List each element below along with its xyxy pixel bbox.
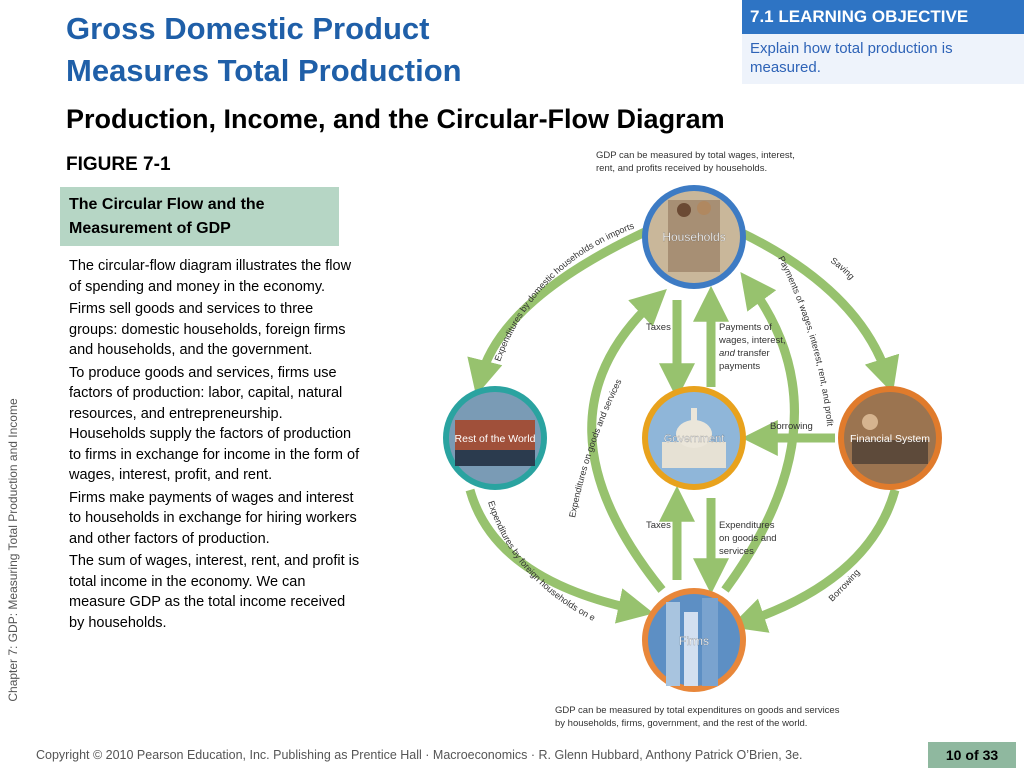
flow-label-transfer-2: wages, interest, — [718, 335, 786, 346]
arrow-world-to-firms — [465, 488, 654, 624]
note-bottom-line-2: by households, firms, government, and th… — [555, 718, 807, 729]
body-paragraph: Firms make payments of wages and interes… — [69, 489, 357, 547]
slide-subtitle: Production, Income, and the Circular-Flo… — [66, 104, 725, 134]
arrow-finance-to-firms — [729, 488, 900, 633]
flow-label-saving: Saving — [829, 255, 857, 281]
body-paragraph: The sum of wages, interest, rent, and pr… — [69, 553, 360, 631]
node-firms: Firms — [642, 588, 746, 692]
slide-title: Gross Domestic Product Measures Total Pr… — [66, 8, 586, 92]
svg-text:and transfer: and transfer — [719, 348, 770, 359]
node-rest-of-world: Rest of the World — [443, 386, 547, 490]
node-government: Government — [642, 386, 746, 490]
page-current: 10 — [945, 747, 962, 763]
node-financial-system: Financial System — [838, 386, 942, 490]
note-bottom-line-1: GDP can be measured by total expenditure… — [555, 705, 840, 716]
svg-text:Expenditures by foreign househ: Expenditures by foreign households on ex… — [440, 140, 597, 623]
arrow-households-to-finance — [738, 227, 900, 394]
arrow-firms-to-households-payments — [721, 271, 799, 593]
chapter-sidebar: Chapter 7: GDP: Measuring Total Producti… — [0, 370, 26, 730]
flow-label-taxes-bottom: Taxes — [646, 520, 671, 531]
node-households: Households — [642, 185, 746, 289]
arrow-firms-to-households — [587, 289, 667, 593]
flow-label-gov-exp-1: Expenditures — [719, 520, 775, 531]
svg-text:Saving: Saving — [829, 255, 857, 281]
copyright-footer: Copyright © 2010 Pearson Education, Inc.… — [36, 748, 803, 762]
body-paragraph: The circular-flow diagram illustrates th… — [69, 258, 352, 295]
flow-label-exports: Expenditures by foreign households on ex… — [440, 140, 597, 623]
node-label-firms: Firms — [679, 634, 709, 648]
node-label-financial-system: Financial System — [850, 433, 930, 445]
flow-label-transfer-3b: transfer — [735, 348, 770, 359]
node-label-rest-of-world: Rest of the World — [455, 433, 536, 445]
flow-label-borrowing-gov: Borrowing — [770, 421, 813, 432]
flow-label-transfer-3a: and — [719, 348, 736, 359]
figure-caption: The Circular Flow and the Measurement of… — [60, 187, 339, 246]
flow-label-gov-exp-2: on goods and — [719, 533, 777, 544]
flow-label-gov-exp-3: services — [719, 546, 754, 557]
learning-objective-text: Explain how total production is measured… — [742, 34, 1024, 84]
page-of: of — [965, 747, 979, 763]
learning-objective-heading: 7.1 LEARNING OBJECTIVE — [742, 0, 1024, 34]
title-line-1: Gross Domestic Product — [66, 11, 430, 46]
flow-label-taxes-top: Taxes — [646, 322, 671, 333]
figure-label: FIGURE 7-1 — [66, 154, 171, 175]
body-text: The circular-flow diagram illustrates th… — [69, 256, 360, 635]
note-top-line-1: GDP can be measured by total wages, inte… — [596, 150, 795, 161]
page-total: 33 — [982, 747, 999, 763]
title-line-2: Measures Total Production — [66, 53, 462, 88]
flow-label-transfer-1: Payments of — [719, 322, 772, 333]
body-paragraph: Firms sell goods and services to three g… — [69, 301, 346, 358]
circular-flow-diagram: GDP can be measured by total wages, inte… — [440, 140, 942, 729]
node-label-households: Households — [662, 230, 725, 244]
note-top-line-2: rent, and profits received by households… — [596, 163, 767, 174]
arrow-households-to-world — [467, 227, 647, 396]
flow-label-transfer-4: payments — [719, 361, 760, 372]
node-label-government: Government — [664, 433, 725, 445]
chapter-sidebar-text: Chapter 7: GDP: Measuring Total Producti… — [6, 398, 20, 702]
body-paragraph: To produce goods and services, firms use… — [69, 364, 360, 484]
